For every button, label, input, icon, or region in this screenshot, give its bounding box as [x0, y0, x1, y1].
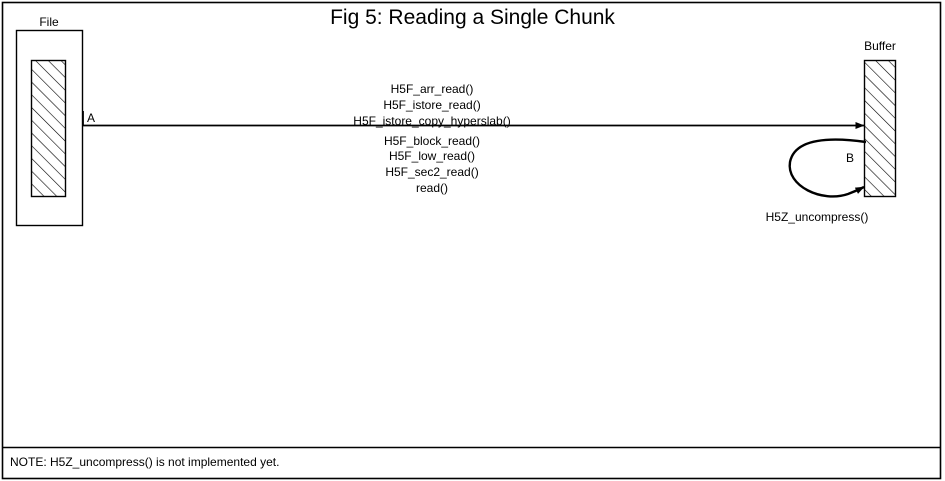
buffer-box-hatched — [863, 59, 897, 198]
call-stack-line: H5F_istore_read() — [383, 98, 481, 112]
call-stack-line: H5F_arr_read() — [390, 82, 474, 96]
read-call-stack: H5F_arr_read() H5F_istore_read() H5F_ist… — [332, 81, 532, 196]
uncompress-loop-label: H5Z_uncompress() — [765, 210, 869, 224]
file-label: File — [39, 15, 59, 29]
buffer-label: Buffer — [864, 39, 896, 53]
point-label-b: B — [846, 151, 855, 165]
call-stack-line: read() — [415, 181, 448, 195]
call-stack-line: H5F_block_read() — [383, 134, 481, 148]
uncompress-loop-arrow — [788, 138, 867, 198]
call-stack-line: H5F_istore_copy_hyperslab() — [353, 114, 511, 128]
point-label-a: A — [87, 111, 96, 125]
call-stack-line: H5F_sec2_read() — [385, 165, 479, 179]
file-chunk-hatched — [30, 59, 67, 198]
figure-note: NOTE: H5Z_uncompress() is not implemente… — [10, 455, 280, 469]
figure-title: Fig 5: Reading a Single Chunk — [330, 6, 615, 29]
call-stack-line: H5F_low_read() — [388, 149, 476, 163]
